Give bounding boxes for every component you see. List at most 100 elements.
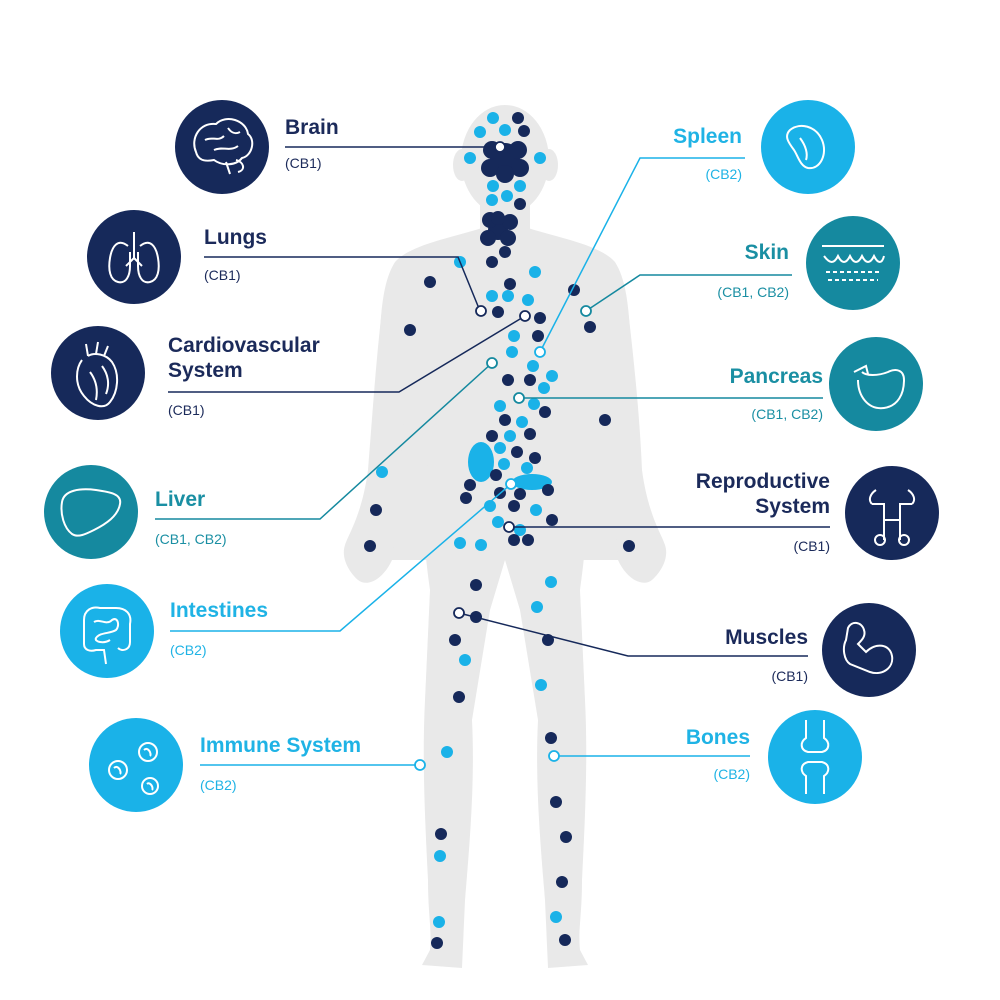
receptor-dot [514,488,526,500]
receptor-dot [531,601,543,613]
receptor-dot [464,479,476,491]
receptor-dot [470,579,482,591]
spleen-icon [761,100,855,194]
receptor-dot [529,452,541,464]
receptor-dot [487,112,499,124]
receptor-dot [539,406,551,418]
receptor-dot [490,469,502,481]
receptor-dot [492,516,504,528]
label-brain: Brain [285,116,339,139]
receptor-dot [545,576,557,588]
receptor-dot [376,466,388,478]
receptor-dot [532,330,544,342]
receptor-dot [522,534,534,546]
receptor-dot [524,374,536,386]
receptor-dot [433,916,445,928]
receptor-dot [535,679,547,691]
receptor-dot [504,278,516,290]
receptor-dot [474,126,486,138]
receptors-skin: (CB1, CB2) [717,284,789,300]
receptor-dot [550,796,562,808]
receptors-intestines: (CB2) [170,642,207,658]
receptor-dot [556,876,568,888]
receptor-dot [475,539,487,551]
brain-icon [175,100,269,194]
receptor-dot [364,540,376,552]
receptor-dot [546,370,558,382]
receptor-dot [434,850,446,862]
receptor-dot [370,504,382,516]
receptor-dot [508,330,520,342]
receptor-dot [599,414,611,426]
receptor-dot [584,321,596,333]
receptor-dot [492,306,504,318]
label-cardiovascular: Cardiovascular System [168,333,320,383]
receptor-dot [512,112,524,124]
label-reproductive-line1: Reproductive [695,470,830,493]
receptor-dot [546,514,558,526]
label-reproductive: Reproductive System [696,469,830,519]
receptor-dot [431,937,443,949]
receptor-dot [528,398,540,410]
receptor-dot [498,458,510,470]
pancreas-icon [829,337,923,431]
receptor-dot [518,125,530,137]
receptor-dot [453,691,465,703]
receptor-dot [516,416,528,428]
receptor-dot [502,374,514,386]
receptor-dot [534,312,546,324]
lungs-icon [87,210,181,304]
receptor-dot [494,442,506,454]
label-bones: Bones [685,726,750,749]
receptor-dot [494,400,506,412]
receptor-dot [511,446,523,458]
receptor-dot [545,732,557,744]
receptors-brain: (CB1) [285,155,322,171]
receptor-dot [534,152,546,164]
receptor-dot [441,746,453,758]
receptors-liver: (CB1, CB2) [155,531,227,547]
spleen-blob [468,442,494,482]
connector-endpoints [414,141,592,771]
receptors-immune-system: (CB2) [200,777,237,793]
receptor-dot [460,492,472,504]
receptors-cardiovascular: (CB1) [168,402,205,418]
label-cardiovascular-line1: Cardiovascular [168,334,320,357]
label-immune-system: Immune System [200,734,362,757]
receptor-dot [424,276,436,288]
receptor-dot [527,360,539,372]
receptor-dot [524,428,536,440]
label-skin: Skin [744,241,789,264]
throat-cluster [480,211,518,246]
receptor-dot [550,911,562,923]
receptor-dot [499,246,511,258]
receptor-dots [364,112,635,949]
receptor-dot [521,462,533,474]
liver-icon [44,465,138,559]
label-liver: Liver [155,488,206,511]
receptor-dot [514,198,526,210]
pancreas-blob [512,474,552,490]
immune-cells-icon [89,718,183,812]
bone-joint-icon [768,710,862,804]
receptor-dot [486,290,498,302]
receptor-dot [486,430,498,442]
connector-lines [155,146,830,766]
receptor-dot [404,324,416,336]
receptor-dot [435,828,447,840]
receptor-dot [464,152,476,164]
receptor-dot [484,500,496,512]
receptor-dot [522,294,534,306]
receptor-dot [486,194,498,206]
receptor-dot [506,346,518,358]
receptor-dot [538,382,550,394]
label-reproductive-line2: System [755,495,830,518]
receptors-pancreas: (CB1, CB2) [751,406,823,422]
organ-markers [468,141,552,490]
receptor-dot [502,290,514,302]
label-cardiovascular-line2: System [168,359,243,382]
receptor-dot [459,654,471,666]
muscle-icon [822,603,916,697]
intestines-icon [60,584,154,678]
